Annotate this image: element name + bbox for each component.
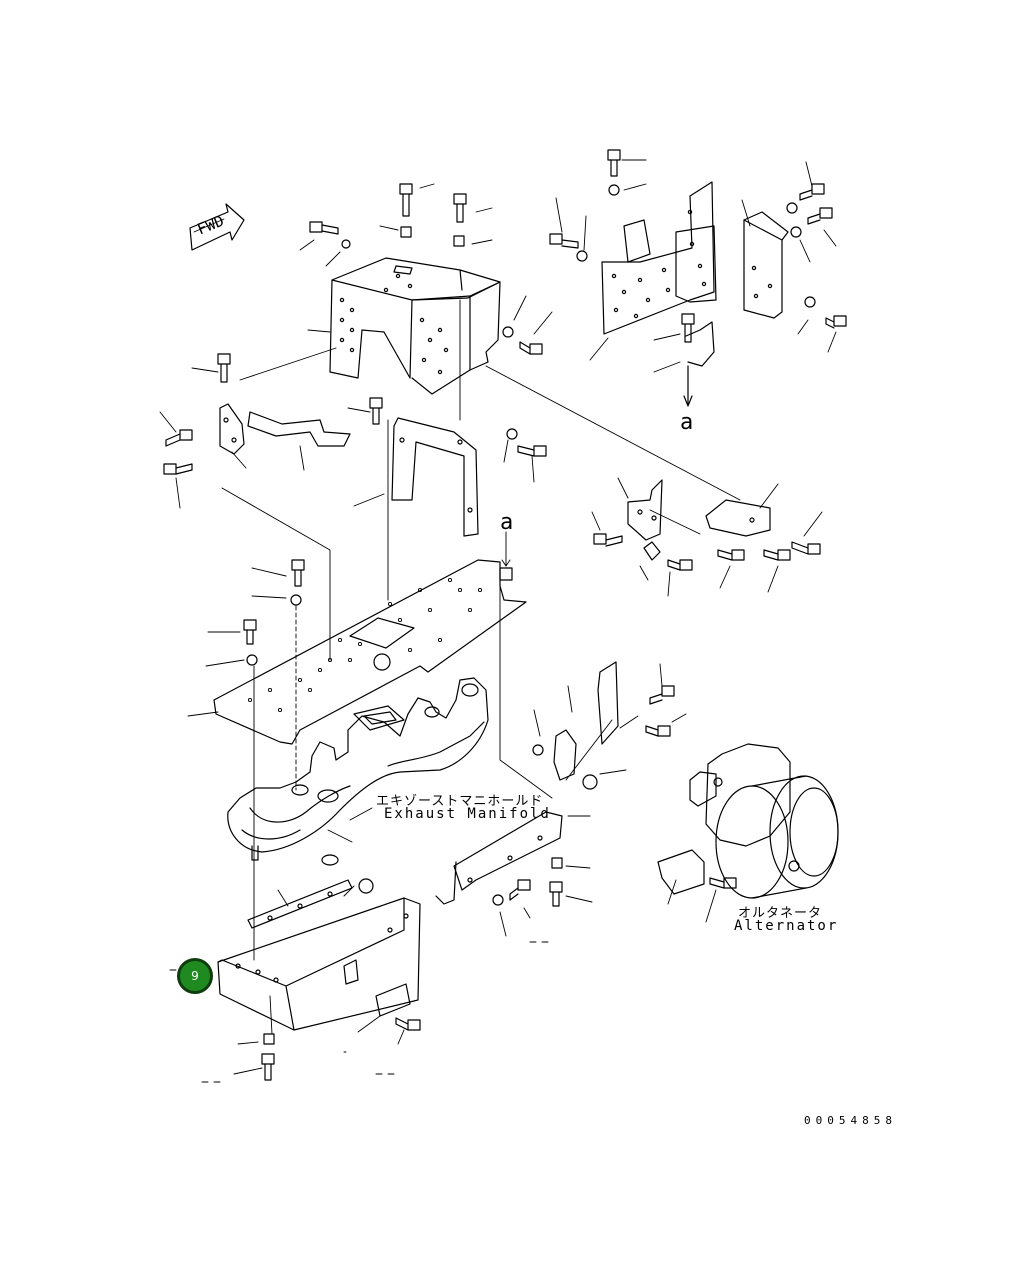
top-bracket bbox=[329, 257, 501, 395]
alternator bbox=[657, 743, 839, 899]
leader-lines bbox=[159, 159, 837, 1083]
arrow-label-a-top: a bbox=[680, 410, 694, 435]
top-right-bracket bbox=[601, 181, 789, 407]
bolts bbox=[163, 149, 847, 1081]
arrow-label-a-mid: a bbox=[500, 510, 514, 535]
u-bracket bbox=[391, 417, 479, 537]
alternator-label-en: Alternator bbox=[734, 918, 839, 934]
left-brackets bbox=[219, 403, 351, 455]
alternator-label-jp: オルタネータ bbox=[738, 906, 823, 921]
exhaust-manifold bbox=[227, 677, 489, 861]
bottom-tray bbox=[217, 897, 421, 1031]
guide-lines bbox=[221, 299, 741, 1035]
mounting-plate bbox=[213, 559, 527, 745]
exhaust-manifold-label-jp: エキゾーストマニホールド bbox=[376, 794, 544, 809]
callout-marker[interactable]: 9 bbox=[177, 958, 213, 994]
lower-brackets bbox=[247, 811, 563, 929]
side-brackets bbox=[553, 661, 619, 781]
fwd-arrow-icon bbox=[189, 203, 245, 251]
washers bbox=[246, 184, 816, 1045]
exhaust-manifold-label-en: Exhaust Manifold bbox=[384, 806, 551, 822]
right-mid-brackets bbox=[627, 479, 771, 561]
drawing-reference-number: 00054858 bbox=[804, 1114, 897, 1127]
